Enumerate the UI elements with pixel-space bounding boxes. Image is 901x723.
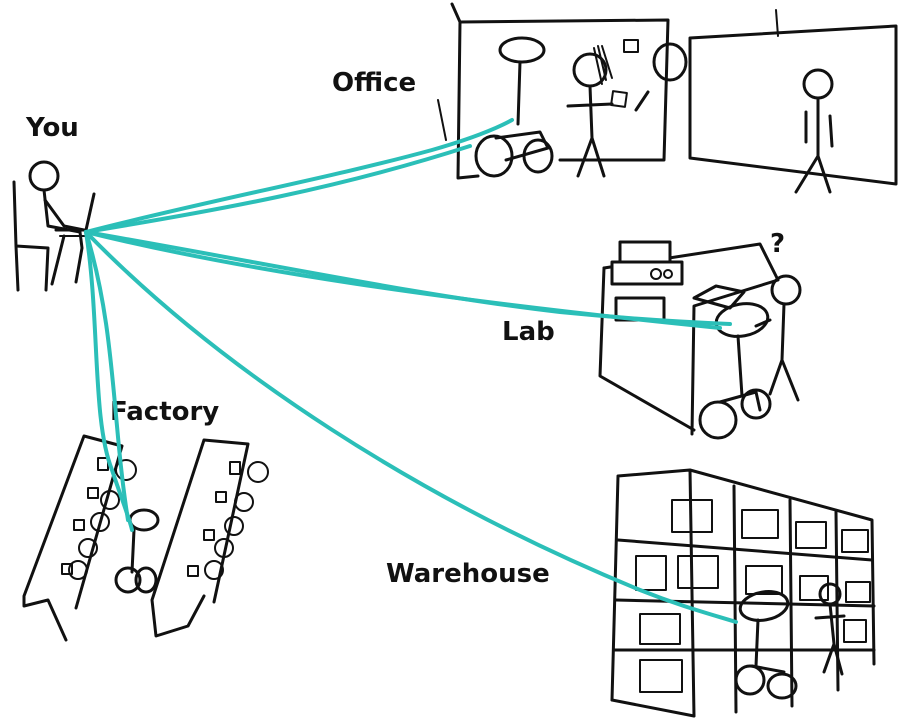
robot-wheel bbox=[114, 566, 142, 594]
robot-base bbox=[750, 664, 786, 674]
connection-lines bbox=[84, 118, 738, 624]
office-whiteboard bbox=[688, 24, 898, 186]
robot-pole bbox=[516, 60, 522, 126]
office-arm bbox=[634, 90, 650, 112]
link-lab-2 bbox=[84, 230, 722, 330]
label-warehouse: Warehouse bbox=[386, 559, 550, 589]
factory-workers-right bbox=[187, 461, 269, 580]
lab-person-body bbox=[754, 302, 800, 402]
robot-wheel bbox=[740, 388, 772, 420]
office-wall-left bbox=[450, 2, 670, 180]
link-warehouse bbox=[84, 230, 738, 624]
warehouse-boxes bbox=[635, 499, 871, 693]
walking-person-head bbox=[802, 68, 834, 100]
robot-wheel bbox=[734, 664, 766, 696]
lab-person-head bbox=[770, 274, 802, 306]
warehouse-person-body bbox=[814, 602, 846, 676]
robot-pole bbox=[754, 618, 760, 668]
factory-scene: Factory bbox=[22, 397, 269, 642]
link-office bbox=[84, 118, 514, 234]
you-legs bbox=[50, 230, 84, 286]
label-you: You bbox=[25, 113, 79, 143]
link-factory-2 bbox=[84, 230, 130, 522]
sticky-note bbox=[623, 39, 639, 53]
lab-device bbox=[692, 284, 746, 310]
lab-instrument bbox=[610, 260, 684, 286]
label-lab: Lab bbox=[502, 317, 555, 347]
robot-base bbox=[718, 390, 762, 412]
robot-wheel bbox=[766, 672, 798, 700]
you-figure: You bbox=[12, 113, 96, 292]
robot-pole bbox=[130, 528, 136, 574]
office-person-hair bbox=[593, 45, 613, 85]
lab-scene: Lab ? bbox=[502, 229, 802, 440]
instrument-knob bbox=[650, 268, 662, 280]
label-office: Office bbox=[332, 68, 416, 98]
office-scene: Office bbox=[332, 2, 898, 194]
warehouse-shelving bbox=[610, 468, 876, 718]
warehouse-shelves bbox=[610, 538, 876, 718]
label-question: ? bbox=[770, 229, 785, 259]
robot-pole bbox=[736, 334, 744, 398]
lab-bench-front bbox=[598, 266, 696, 432]
instrument-knob bbox=[663, 269, 673, 279]
you-head bbox=[28, 160, 60, 192]
whiteboard-post bbox=[775, 9, 779, 37]
link-office-2 bbox=[84, 144, 472, 234]
conveyor-right bbox=[150, 438, 250, 638]
walking-person-body bbox=[794, 96, 834, 194]
robot-wheel bbox=[134, 566, 158, 594]
robot-wheel bbox=[698, 400, 738, 440]
office-person-body bbox=[566, 84, 614, 178]
sticky-note bbox=[610, 90, 628, 108]
warehouse-scene: Warehouse bbox=[386, 468, 876, 718]
conveyor-left bbox=[22, 434, 124, 642]
robot-base bbox=[494, 130, 550, 162]
robot-screen bbox=[498, 36, 546, 64]
label-factory: Factory bbox=[110, 397, 219, 427]
office-paper bbox=[652, 42, 688, 82]
robot-screen bbox=[128, 508, 160, 532]
factory-workers-left bbox=[61, 457, 137, 580]
office-door-edge bbox=[437, 99, 447, 141]
robot-wheel bbox=[474, 134, 514, 178]
chair-icon bbox=[12, 180, 50, 292]
robot-screen bbox=[738, 590, 790, 622]
